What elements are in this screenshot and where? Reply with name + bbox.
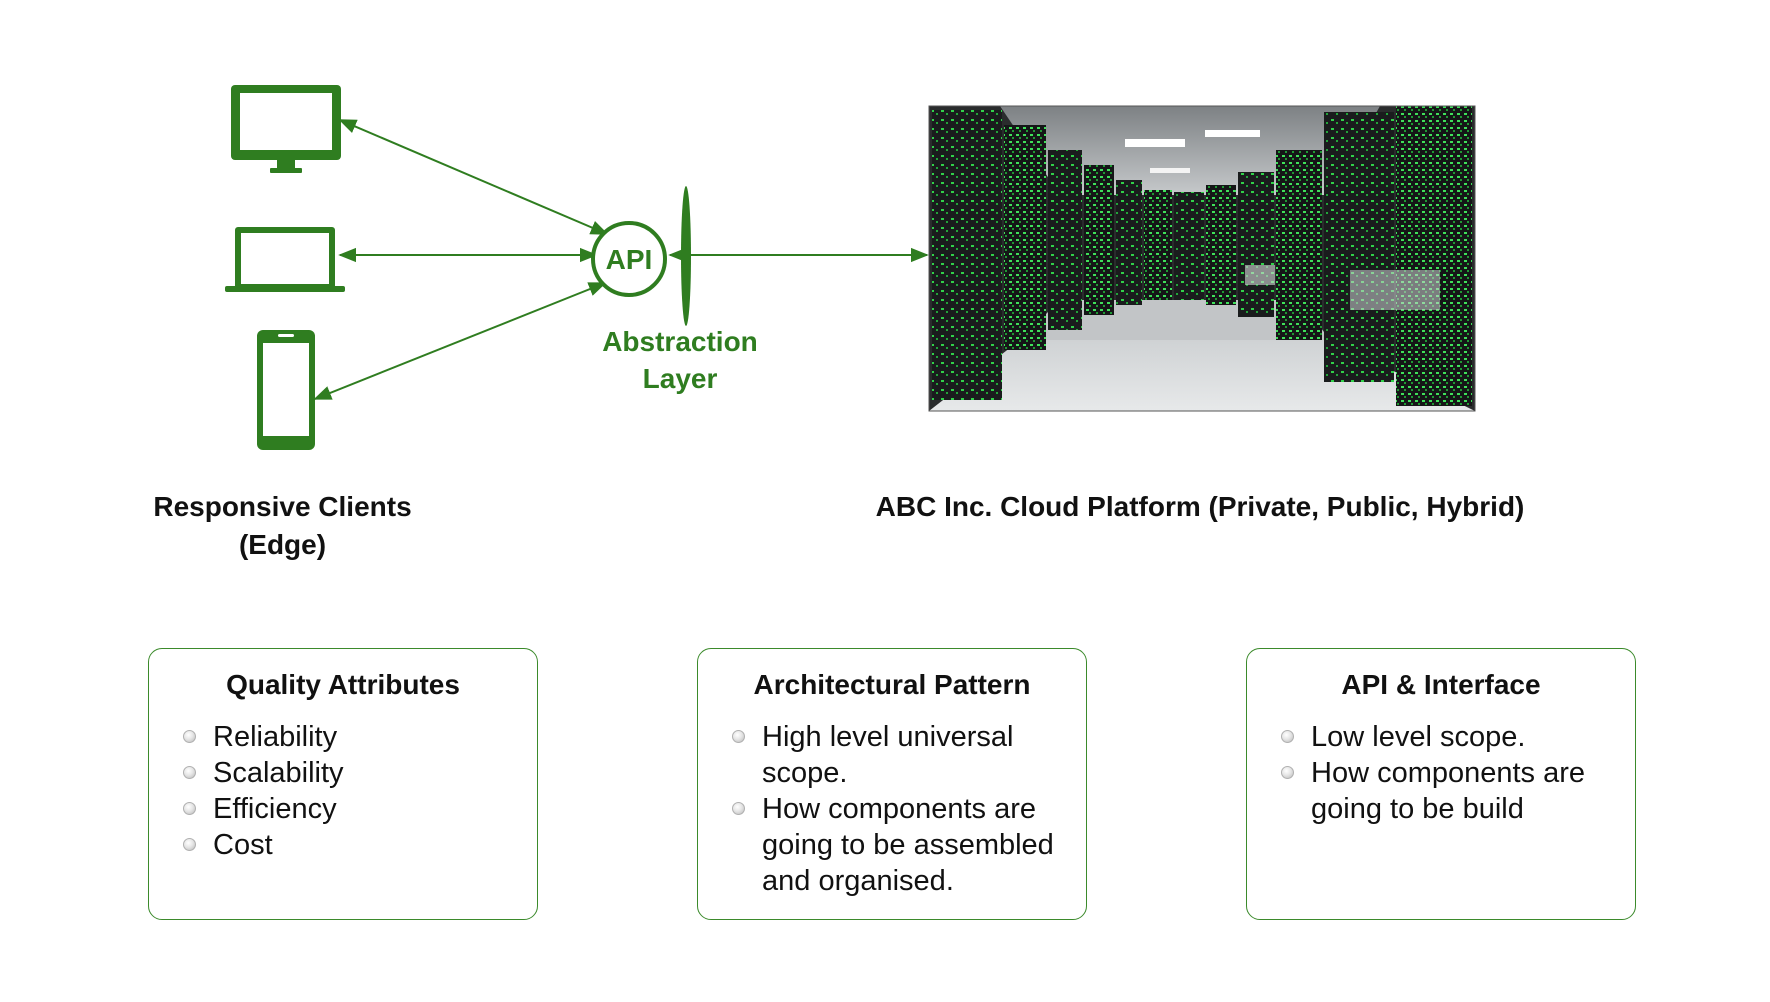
bullet-icon	[732, 730, 745, 743]
abstraction-label-line1: Abstraction	[602, 326, 758, 357]
list-item-text: Low level scope.	[1311, 721, 1526, 753]
api-circle	[591, 221, 667, 297]
list-item: How components are going to be build	[1281, 755, 1615, 827]
card-quality-attributes: Quality Attributes Reliability Scalabili…	[148, 648, 538, 920]
bullet-icon	[183, 730, 196, 743]
list-item: Reliability	[183, 719, 517, 755]
edge-title-line2: (Edge)	[238, 529, 327, 560]
abstraction-label-line2: Layer	[642, 363, 718, 394]
edge-clients-title: Responsive Clients (Edge)	[100, 488, 465, 564]
card-list: High level universal scope. How componen…	[732, 719, 1066, 899]
list-item: Cost	[183, 827, 517, 863]
card-list: Low level scope. How components are goin…	[1281, 719, 1615, 827]
bullet-icon	[183, 838, 196, 851]
list-item-text: High level universal scope.	[762, 721, 1014, 789]
list-item: Scalability	[183, 755, 517, 791]
card-api-interface: API & Interface Low level scope. How com…	[1246, 648, 1636, 920]
list-item-text: Scalability	[213, 757, 344, 789]
list-item-text: Cost	[213, 829, 273, 861]
card-list: Reliability Scalability Efficiency Cost	[183, 719, 517, 863]
card-title: API & Interface	[1341, 669, 1541, 700]
arrow-monitor-api	[338, 119, 609, 235]
cloud-platform-title: ABC Inc. Cloud Platform (Private, Public…	[875, 491, 1525, 522]
bullet-icon	[1281, 730, 1294, 743]
card-title: Quality Attributes	[226, 669, 460, 700]
phone-icon	[257, 330, 315, 450]
bullet-icon	[732, 802, 745, 815]
list-item: Efficiency	[183, 791, 517, 827]
monitor-icon	[231, 85, 341, 173]
bullet-icon	[1281, 766, 1294, 779]
edge-title-line1: Responsive Clients	[153, 491, 412, 522]
bullet-icon	[183, 766, 196, 779]
list-item-text: How components are going to be build	[1311, 757, 1586, 825]
list-item: Low level scope.	[1281, 719, 1615, 755]
server-room-image	[928, 105, 1476, 412]
arrow-phone-api	[313, 282, 607, 400]
abstraction-layer-label: Abstraction Layer	[570, 323, 790, 397]
list-item-text: How components are going to be assembled…	[762, 793, 1054, 897]
list-item: High level universal scope.	[732, 719, 1066, 791]
card-title: Architectural Pattern	[753, 669, 1031, 700]
list-item: How components are going to be assembled…	[732, 791, 1066, 899]
laptop-icon	[225, 227, 345, 292]
api-label: API	[605, 244, 653, 275]
bullet-icon	[183, 802, 196, 815]
list-item-text: Reliability	[213, 721, 338, 753]
list-item-text: Efficiency	[213, 793, 337, 825]
card-architectural-pattern: Architectural Pattern High level univers…	[697, 648, 1087, 920]
